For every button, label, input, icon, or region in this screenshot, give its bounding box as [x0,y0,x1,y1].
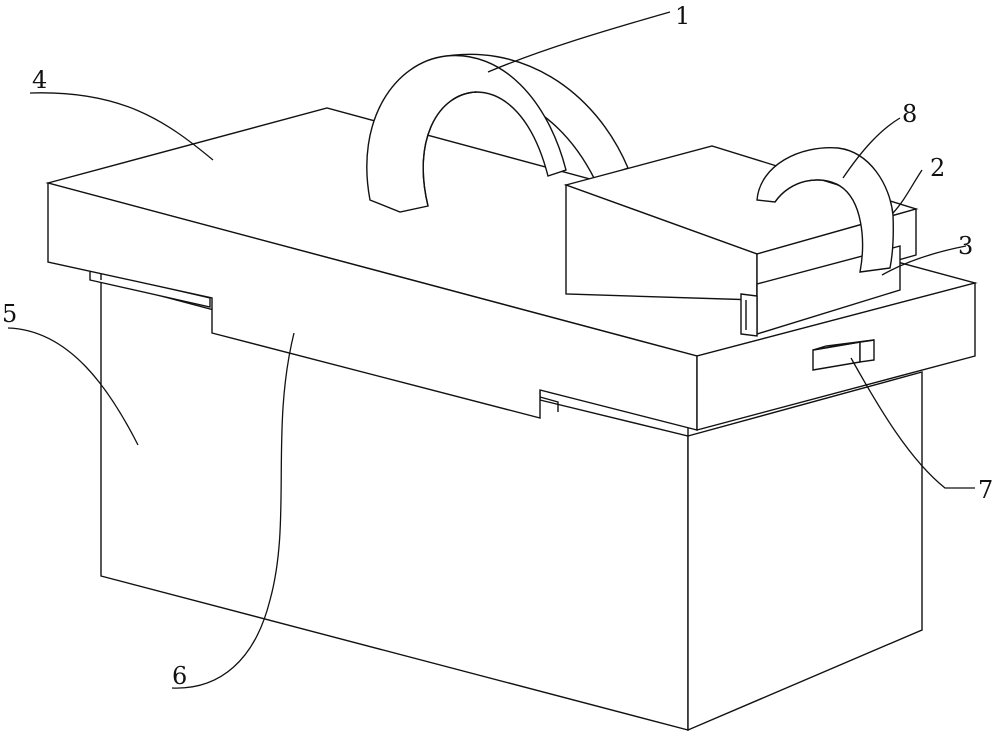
label-1: 1 [675,2,690,30]
latch-side [860,340,874,362]
label-5: 5 [2,300,17,328]
label-4: 4 [32,66,47,94]
label-3: 3 [958,232,973,260]
lower-box-side [688,372,922,730]
label-8: 8 [902,100,917,128]
drawer-front-plate [741,294,757,336]
label-2: 2 [930,154,945,182]
label-6: 6 [172,662,187,690]
label-7: 7 [978,476,993,504]
